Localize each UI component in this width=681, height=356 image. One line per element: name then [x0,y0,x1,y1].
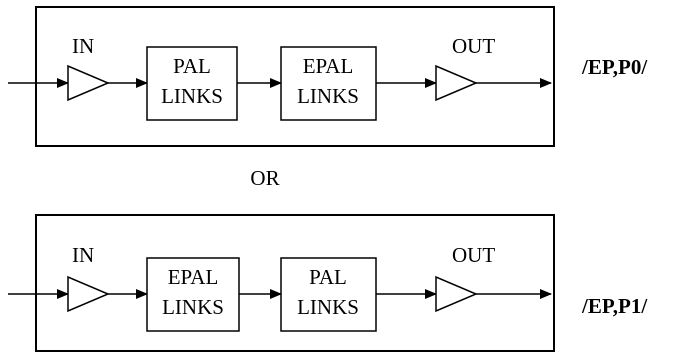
output-buffer-triangle [435,275,478,313]
input-buffer-triangle [67,64,110,102]
block2-box [280,257,377,332]
outer-frame [35,214,555,352]
in-label: IN [72,34,94,58]
block2-line1: PAL [309,265,347,289]
config-tag: /EP,P1/ [581,294,648,318]
input-buffer-triangle [67,275,110,313]
in-label: IN [72,243,94,267]
block1-line1: PAL [173,54,211,78]
config-tag: /EP,P0/ [581,55,648,79]
out-label: OUT [452,34,495,58]
bottom-diagram: IN OUT EPAL LINKS PAL LINKS /EP,P1/ [8,214,648,352]
block2-box [280,46,377,121]
block1-line2: LINKS [161,84,223,108]
block1-line2: LINKS [162,295,224,319]
block1-line1: EPAL [168,265,219,289]
outer-frame [35,6,555,147]
out-label: OUT [452,243,495,267]
or-separator: OR [250,166,279,190]
block2-line2: LINKS [297,84,359,108]
block2-line2: LINKS [297,295,359,319]
top-diagram: IN OUT PAL LINKS EPAL LINKS /EP,P0/ [8,6,648,147]
block2-line1: EPAL [303,54,354,78]
output-buffer-triangle [435,64,478,102]
block1-box [146,46,238,121]
